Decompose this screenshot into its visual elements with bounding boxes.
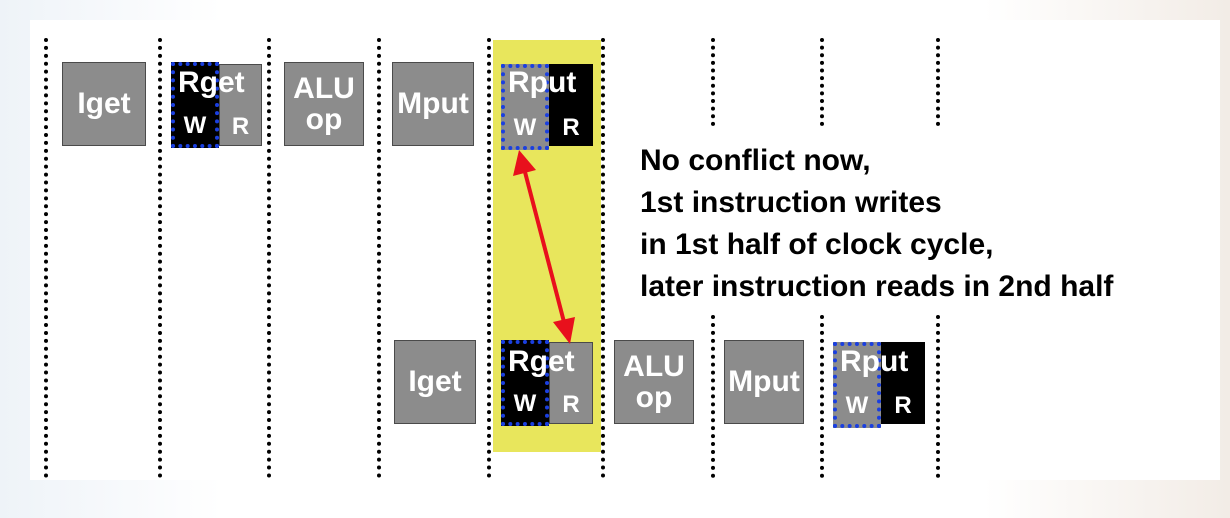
- stage-label: Mput: [728, 365, 800, 399]
- note-line: later instruction reads in 2nd half: [640, 270, 1114, 303]
- cycle-divider: [936, 315, 940, 478]
- write-label: W: [513, 390, 537, 417]
- read-half: R: [549, 342, 593, 424]
- write-half: W: [833, 342, 881, 428]
- arrow-shaft: [523, 171, 566, 323]
- note-line: in 1st half of clock cycle,: [640, 228, 994, 261]
- read-label: R: [894, 392, 912, 419]
- stage-label: Rput: [840, 345, 909, 378]
- row1-iget-stage: Iget: [62, 62, 146, 146]
- stage-label: ALU: [293, 71, 355, 105]
- cycle-divider: [267, 38, 271, 478]
- row2-alu-stage: ALU op: [614, 340, 694, 424]
- cycle-divider: [487, 38, 491, 478]
- cycle-divider: [601, 38, 605, 478]
- cycle-divider: [377, 38, 381, 478]
- read-half: R: [219, 64, 262, 146]
- explanation-note: No conflict now, 1st instruction writes …: [640, 140, 1113, 308]
- stage-label: Rget: [508, 345, 575, 378]
- stage-label: Iget: [77, 87, 131, 121]
- write-half: W: [171, 62, 219, 148]
- note-line: 1st instruction writes: [640, 186, 942, 219]
- stage-label: Rget: [178, 66, 245, 99]
- stage-label: Rput: [508, 66, 577, 99]
- stage-label: Iget: [408, 365, 462, 399]
- cycle-divider: [44, 38, 48, 478]
- cycle-divider: [158, 38, 162, 478]
- read-label: R: [562, 391, 580, 418]
- arrow-head-down: [553, 317, 575, 344]
- cycle-divider: [820, 315, 824, 478]
- write-label: W: [845, 392, 869, 419]
- note-line: No conflict now,: [640, 144, 871, 177]
- cycle-divider: [711, 315, 715, 478]
- write-label: W: [513, 114, 537, 141]
- arrow-head-up: [513, 150, 536, 176]
- write-half: W: [501, 340, 549, 426]
- cycle-divider: [820, 38, 824, 126]
- stage-label: ALU: [623, 349, 685, 383]
- row1-mput-stage: Mput: [392, 62, 474, 146]
- stage-label: Mput: [397, 87, 469, 121]
- read-label: R: [562, 114, 580, 141]
- write-half: W: [501, 64, 549, 150]
- cycle-divider: [711, 38, 715, 126]
- row1-alu-stage: ALU op: [284, 62, 364, 146]
- stage-label: op: [305, 103, 343, 136]
- write-label: W: [183, 112, 207, 139]
- read-half: R: [549, 64, 593, 146]
- read-label: R: [231, 113, 250, 140]
- row2-iget-stage: Iget: [394, 340, 476, 424]
- row2-mput-stage: Mput: [724, 340, 804, 424]
- stage-label: op: [635, 381, 673, 414]
- cycle-divider: [936, 38, 940, 126]
- read-half: R: [881, 342, 925, 424]
